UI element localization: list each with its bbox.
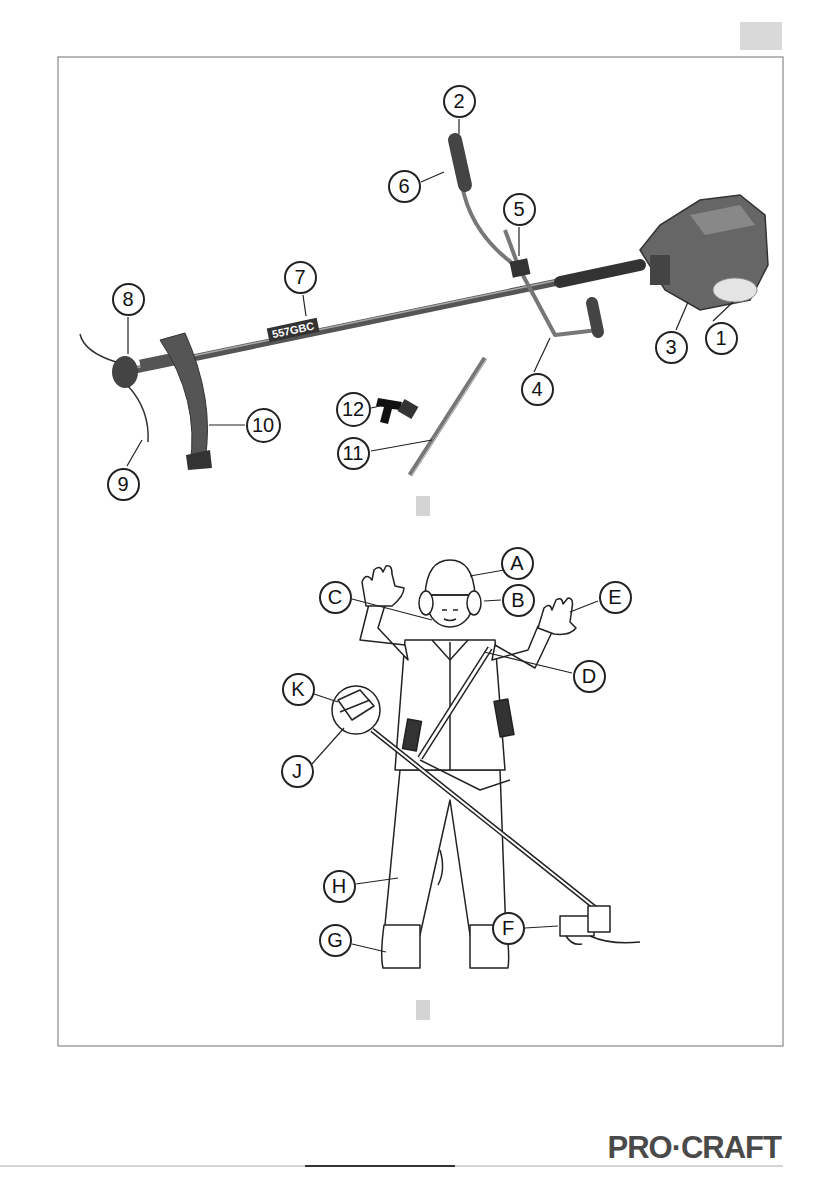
callout-number: 9	[117, 474, 128, 494]
callout-number: B	[511, 590, 524, 610]
brand-logo: PRO·CRAFT	[607, 1130, 781, 1166]
callout-number: H	[332, 876, 346, 896]
callout-circle: 2	[443, 85, 476, 118]
callout-number: 2	[453, 91, 464, 111]
callout-circle: 9	[107, 468, 140, 501]
operator-figure	[332, 560, 640, 968]
callout-number: K	[291, 679, 304, 699]
model-marking: 557GBC	[267, 318, 320, 342]
callout-circle: 11	[337, 437, 370, 470]
callout-circle: 10	[246, 408, 281, 443]
callout-circle: 6	[388, 170, 421, 203]
callout-circle: 4	[521, 373, 554, 406]
callout-circle: 1	[705, 322, 738, 355]
callout-circle: 5	[503, 193, 536, 226]
brush-cutter	[80, 140, 768, 475]
callout-number: E	[608, 587, 621, 607]
callout-number: G	[327, 930, 343, 950]
callout-circle: 8	[112, 283, 145, 316]
callout-circle: 12	[336, 392, 371, 427]
callout-number: 5	[513, 199, 524, 219]
callout-circle: G	[319, 924, 352, 957]
leader-lines	[127, 119, 733, 466]
callout-number: 10	[252, 415, 274, 435]
callout-circle: F	[492, 912, 525, 945]
callout-number: F	[502, 918, 514, 938]
leader-lines	[312, 565, 598, 952]
callout-number: D	[582, 666, 596, 686]
page-tab	[740, 22, 782, 50]
callout-number: 6	[398, 176, 409, 196]
callout-circle: J	[281, 755, 314, 788]
figure-number-box	[416, 496, 430, 516]
figure-number-box	[416, 1000, 430, 1020]
figure-frame	[58, 57, 783, 1046]
callout-number: 1	[715, 328, 726, 348]
footer-rule	[305, 1165, 455, 1167]
callout-number: J	[292, 761, 302, 781]
callout-number: C	[328, 587, 342, 607]
callout-circle: D	[573, 660, 606, 693]
callout-number: 12	[342, 399, 364, 419]
footer-rule	[0, 1166, 783, 1167]
callout-number: 7	[294, 267, 305, 287]
callout-circle: 7	[284, 261, 317, 294]
callout-circle: C	[319, 581, 352, 614]
callout-circle: 3	[655, 331, 688, 364]
callout-number: A	[510, 553, 523, 573]
callout-number: 4	[531, 379, 542, 399]
callout-number: 11	[343, 443, 364, 463]
callout-circle: B	[502, 584, 535, 617]
callout-circle: A	[501, 547, 534, 580]
callout-number: 8	[122, 289, 133, 309]
callout-circle: E	[599, 581, 632, 614]
callout-circle: H	[323, 870, 356, 903]
callout-number: 3	[665, 337, 676, 357]
callout-circle: K	[282, 673, 315, 706]
